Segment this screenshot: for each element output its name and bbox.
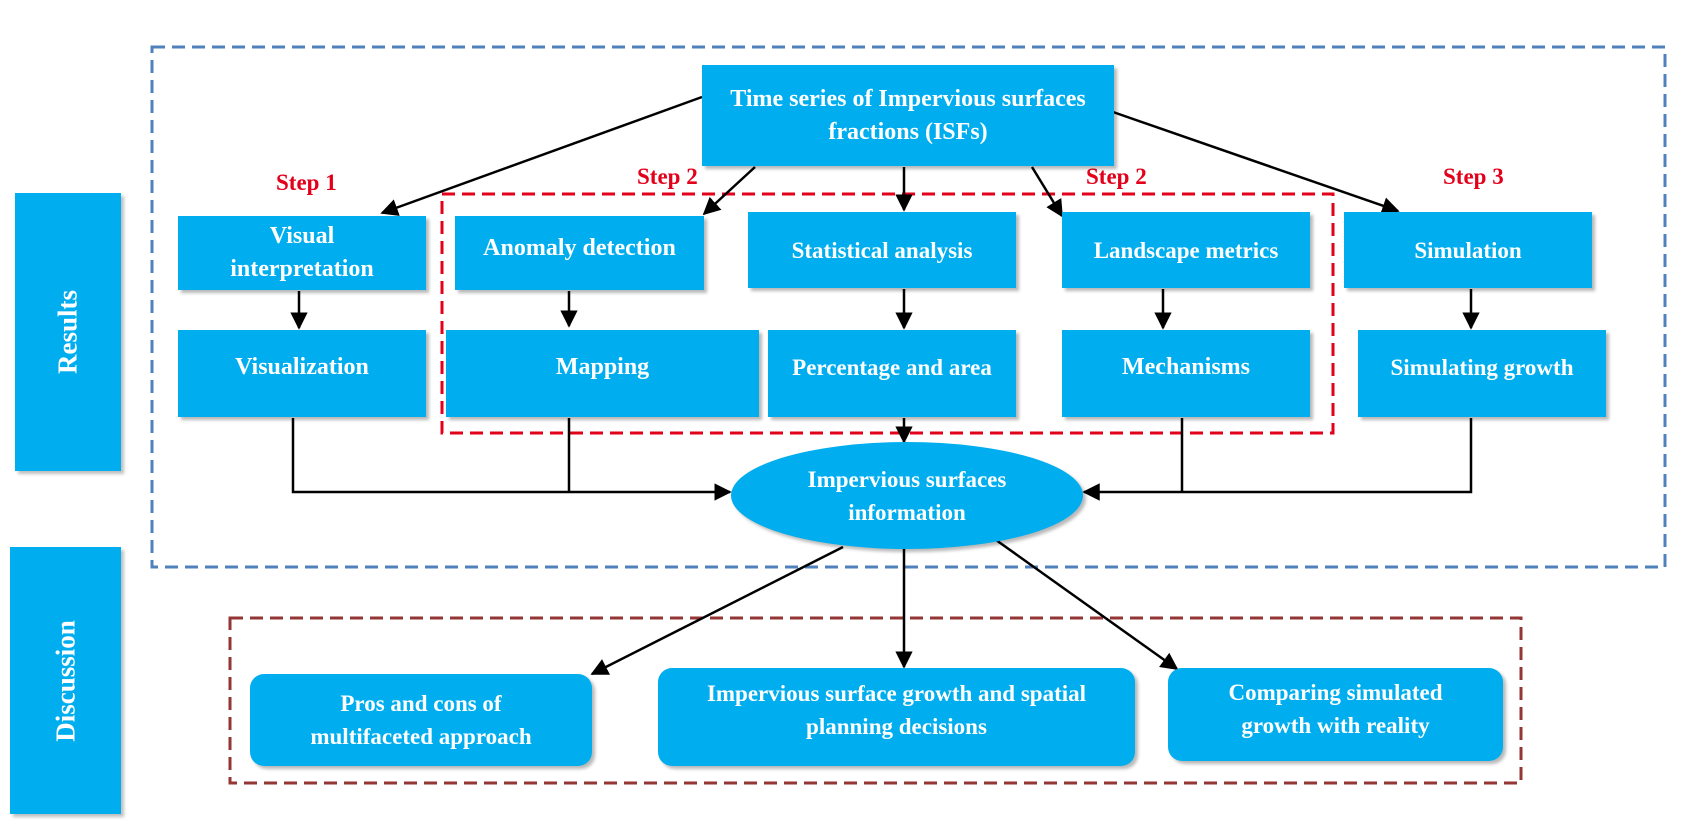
connector-right-collector <box>1082 418 1473 501</box>
isf-time-series-line1: Time series of Impervious surfaces <box>730 85 1086 112</box>
pros-cons-line2: multifaceted approach <box>310 724 532 749</box>
discussion-label-text: Discussion <box>50 619 80 742</box>
results-label: Results <box>15 193 121 471</box>
simulating-growth-box: Simulating growth <box>1358 330 1606 417</box>
isf-time-series-node: Time series of Impervious surfaces fract… <box>702 65 1114 166</box>
anomaly-detection-label: Anomaly detection <box>483 234 676 261</box>
visual-interpretation-line1: Visual <box>269 223 335 249</box>
landscape-metrics-label: Landscape metrics <box>1093 237 1279 263</box>
anomaly-detection-box: Anomaly detection <box>455 216 704 290</box>
arrow-center-to-pros <box>590 545 844 676</box>
mapping-label: Mapping <box>555 354 650 380</box>
impervious-surfaces-information-node: Impervious surfaces information <box>731 442 1083 549</box>
percentage-area-label: Percentage and area <box>792 355 992 380</box>
step2-frame <box>440 192 1335 435</box>
results-label-text: Results <box>52 289 83 375</box>
growth-planning-line1: Impervious surface growth and spatial <box>706 681 1087 706</box>
comparing-simulated-line2: growth with reality <box>1241 712 1430 738</box>
isf-time-series-line2: fractions (ISFs) <box>828 118 988 145</box>
visual-interpretation-line2: interpretation <box>230 256 374 282</box>
visualization-box: Visualization <box>178 330 426 417</box>
mapping-box: Mapping <box>446 330 759 417</box>
visual-interpretation-box: Visual interpretation <box>178 216 426 290</box>
percentage-area-box: Percentage and area <box>768 330 1016 417</box>
comparing-simulated-box: Comparing simulated growth with reality <box>1168 668 1503 761</box>
arrow-top-to-anomaly <box>702 166 756 216</box>
results-frame <box>150 45 1667 569</box>
growth-planning-box: Impervious surface growth and spatial pl… <box>658 668 1135 766</box>
arrow-top-to-landscape <box>1030 166 1064 218</box>
mechanisms-box: Mechanisms <box>1062 330 1310 417</box>
arrow-top-to-simulation <box>1112 110 1400 215</box>
arrow-center-to-compare <box>995 538 1179 671</box>
discussion-label: Discussion <box>10 547 121 814</box>
step3-label: Step 3 <box>1443 164 1504 189</box>
step1-label: Step 1 <box>276 170 337 195</box>
connector-left-collector <box>291 418 732 501</box>
simulation-box: Simulation <box>1344 212 1592 288</box>
impervious-surfaces-information-line2: information <box>848 499 966 525</box>
statistical-analysis-box: Statistical analysis <box>748 212 1016 288</box>
pros-cons-box: Pros and cons of multifaceted approach <box>250 674 592 766</box>
pros-cons-line1: Pros and cons of <box>340 691 502 716</box>
visualization-label: Visualization <box>235 354 369 380</box>
step2-right-label: Step 2 <box>1086 164 1147 189</box>
simulation-label: Simulation <box>1414 237 1522 263</box>
step2-left-label: Step 2 <box>637 164 698 189</box>
landscape-metrics-box: Landscape metrics <box>1062 212 1310 288</box>
statistical-analysis-label: Statistical analysis <box>791 237 973 263</box>
discussion-frame <box>228 616 1523 785</box>
impervious-surfaces-information-line1: Impervious surfaces <box>807 466 1007 492</box>
simulating-growth-label: Simulating growth <box>1390 355 1574 380</box>
mechanisms-label: Mechanisms <box>1122 354 1250 380</box>
comparing-simulated-line1: Comparing simulated <box>1228 679 1443 705</box>
arrow-top-to-visual <box>380 95 703 216</box>
growth-planning-line2: planning decisions <box>806 714 987 739</box>
